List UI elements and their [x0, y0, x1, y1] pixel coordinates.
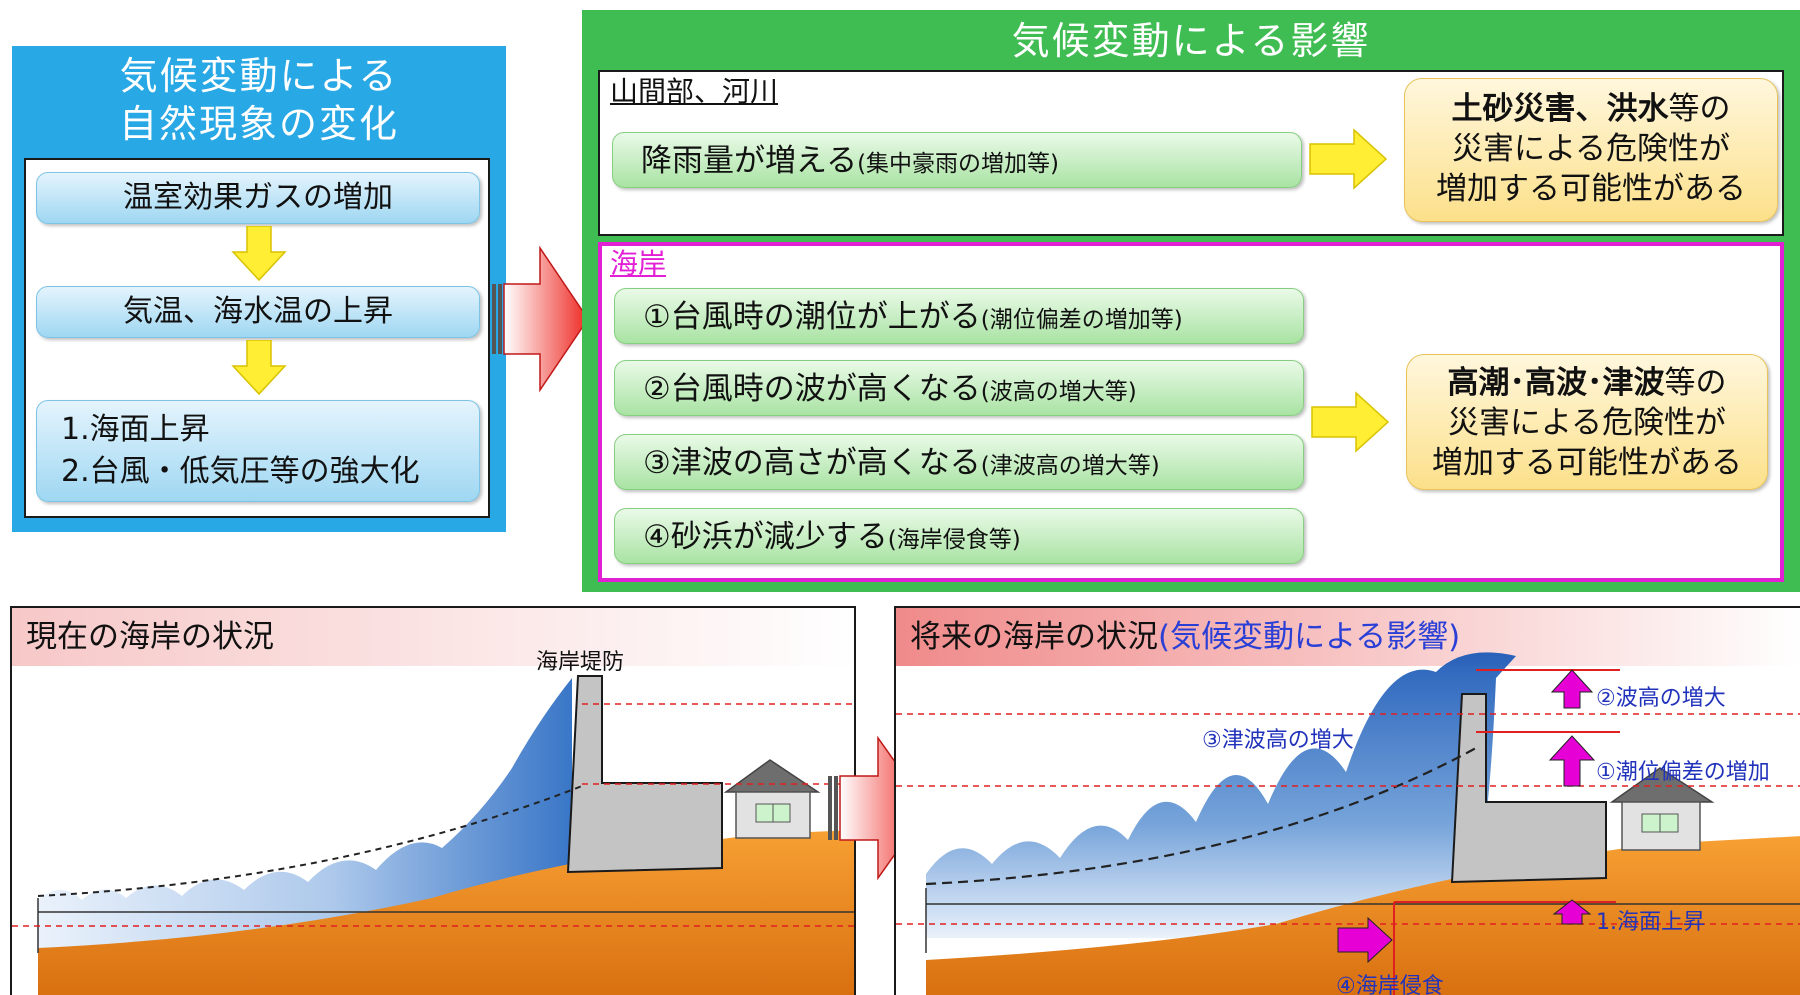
- effect-tide-main: ①台風時の潮位が上がる: [643, 299, 981, 335]
- current-coast-illustration: [12, 608, 854, 995]
- impact-title: 気候変動による影響: [1011, 19, 1371, 63]
- mountain-risk-result: 土砂災害、洪水等の 災害による危険性が 増加する可能性がある: [1404, 78, 1778, 222]
- change-sea-level: 1.海面上昇: [61, 412, 210, 447]
- step-temperature-rise: 気温、海水温の上昇: [36, 286, 480, 338]
- down-arrow-icon: [231, 340, 287, 396]
- right-arrow-icon: [1309, 128, 1388, 190]
- wave-height-label: ②波高の増大: [1596, 686, 1726, 711]
- up-arrow-icon: [1548, 735, 1596, 787]
- mountain-river-label: 山間部、河川: [610, 75, 779, 108]
- effect-wave-main: ②台風時の波が高くなる: [643, 371, 981, 407]
- natural-change-flow: 温室効果ガスの増加 気温、海水温の上昇 1.海面上昇 2.台風・低気圧等の強大化: [24, 158, 490, 518]
- mountain-river-section: 山間部、河川 降雨量が増える(集中豪雨の増加等) 土砂災害、洪水等の 災害による…: [598, 70, 1784, 236]
- current-coast-scene: 現在の海岸の状況 海岸堤防: [10, 606, 856, 995]
- natural-change-panel: 気候変動による 自然現象の変化 温室効果ガスの増加 気温、海水温の上昇 1.海面…: [12, 46, 506, 532]
- impact-panel: 気候変動による影響 山間部、河川 降雨量が増える(集中豪雨の増加等) 土砂災害、…: [582, 10, 1800, 592]
- mountain-risk-bold: 土砂災害、洪水: [1451, 91, 1669, 127]
- future-coast-illustration: [896, 608, 1800, 995]
- current-coast-title: 現在の海岸の状況: [26, 619, 274, 655]
- coast-risk-result: 高潮･高波･津波等の 災害による危険性が 増加する可能性がある: [1406, 354, 1768, 490]
- effect-rainfall-main: 降雨量が増える: [641, 143, 858, 179]
- effect-tsunami-sub: (津波高の増大等): [980, 453, 1160, 479]
- effect-rainfall-sub: (集中豪雨の増加等): [857, 151, 1060, 177]
- effect-tide: ①台風時の潮位が上がる(潮位偏差の増加等): [614, 288, 1304, 344]
- coast-risk-rest: 等の: [1664, 365, 1727, 401]
- future-title-paren: (気候変動による影響): [1158, 619, 1461, 655]
- effect-tsunami: ③津波の高さが高くなる(津波高の増大等): [614, 434, 1304, 490]
- tsunami-height-label: ③津波高の増大: [1202, 728, 1354, 753]
- effect-beach-main: ④砂浜が減少する: [643, 519, 888, 555]
- mountain-risk-line3: 増加する可能性がある: [1436, 171, 1746, 207]
- step-final-changes: 1.海面上昇 2.台風・低気圧等の強大化: [36, 400, 480, 502]
- right-arrow-icon: [1337, 916, 1393, 964]
- up-arrow-icon: [1550, 669, 1594, 709]
- step-greenhouse-gas: 温室効果ガスの増加: [36, 172, 480, 224]
- future-title-main: 将来の海岸の状況: [910, 619, 1158, 655]
- future-coast-title: 将来の海岸の状況(気候変動による影響): [896, 608, 1460, 666]
- effect-tide-sub: (潮位偏差の増加等): [980, 307, 1183, 333]
- mountain-risk-rest: 等の: [1668, 91, 1731, 127]
- coast-risk-line2: 災害による危険性が: [1447, 405, 1727, 441]
- natural-change-title: 気候変動による 自然現象の変化: [118, 54, 399, 146]
- surge-label: ①潮位偏差の増加: [1596, 760, 1770, 785]
- seawall-label: 海岸堤防: [536, 650, 625, 675]
- effect-wave: ②台風時の波が高くなる(波高の増大等): [614, 360, 1304, 416]
- effect-beach-sub: (海岸侵食等): [887, 527, 1021, 553]
- right-arrow-icon: [492, 245, 589, 393]
- change-typhoon: 2.台風・低気圧等の強大化: [61, 454, 420, 489]
- coast-risk-line3: 増加する可能性がある: [1432, 445, 1742, 481]
- effect-tsunami-main: ③津波の高さが高くなる: [643, 445, 981, 481]
- coast-label: 海岸: [610, 247, 667, 280]
- coastal-erosion-label: ④海岸侵食: [1336, 974, 1444, 995]
- right-arrow-icon: [1311, 391, 1390, 453]
- down-arrow-icon: [231, 226, 287, 282]
- sea-level-rise-label: 1.海面上昇: [1596, 910, 1705, 935]
- effect-wave-sub: (波高の増大等): [980, 379, 1137, 405]
- up-arrow-icon: [1552, 899, 1592, 925]
- effect-rainfall: 降雨量が増える(集中豪雨の増加等): [612, 132, 1302, 188]
- coast-section: 海岸 ①台風時の潮位が上がる(潮位偏差の増加等) ②台風時の波が高くなる(波高の…: [598, 242, 1784, 582]
- coast-risk-bold: 高潮･高波･津波: [1447, 365, 1665, 401]
- effect-beach: ④砂浜が減少する(海岸侵食等): [614, 508, 1304, 564]
- mountain-risk-line2: 災害による危険性が: [1451, 131, 1731, 167]
- future-coast-scene: 将来の海岸の状況(気候変動による影響) ②波高の増大 ①潮位偏差の増加 ③津波高…: [894, 606, 1800, 995]
